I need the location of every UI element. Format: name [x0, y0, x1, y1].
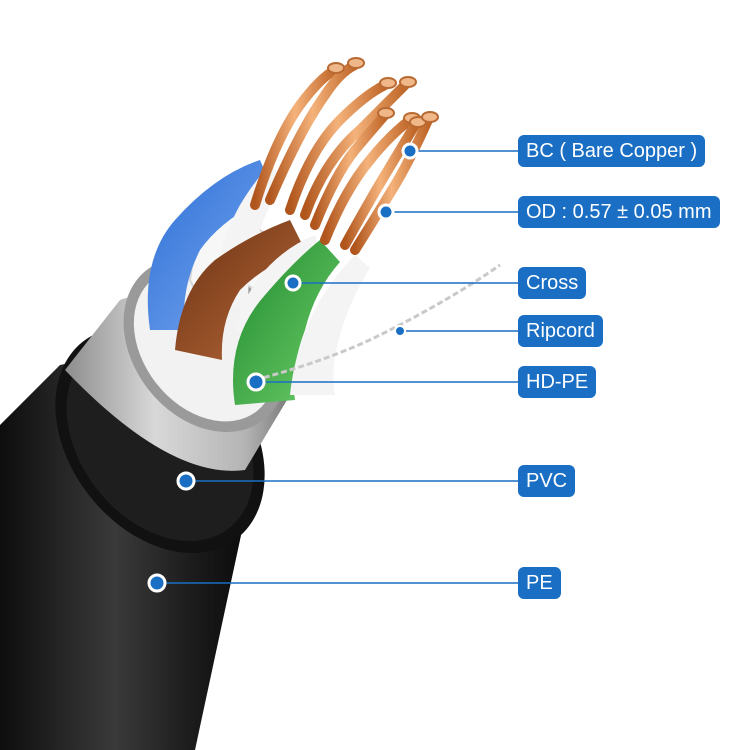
label-ripcord: Ripcord	[518, 315, 603, 347]
label-od: OD : 0.57 ± 0.05 mm	[518, 196, 720, 228]
label-pvc: PVC	[518, 465, 576, 497]
label-pe: PE	[518, 567, 561, 599]
marker-dot-hdpe	[246, 372, 266, 392]
label-cross: Cross	[518, 267, 587, 299]
leader-lines	[157, 150, 518, 584]
marker-dot-bc	[401, 142, 419, 160]
marker-dot-pvc	[176, 471, 196, 491]
marker-dot-cross	[284, 274, 302, 292]
marker-dot-od	[377, 203, 395, 221]
conductor-tips	[327, 57, 439, 128]
marker-dots	[147, 142, 419, 593]
marker-dot-ripcord	[394, 325, 406, 337]
label-bc: BC ( Bare Copper )	[518, 135, 706, 167]
label-hdpe: HD-PE	[518, 366, 597, 398]
ripcord-thread	[254, 263, 501, 382]
copper-conductors	[250, 60, 433, 255]
marker-dot-pe	[147, 573, 167, 593]
green-pair	[233, 240, 370, 405]
